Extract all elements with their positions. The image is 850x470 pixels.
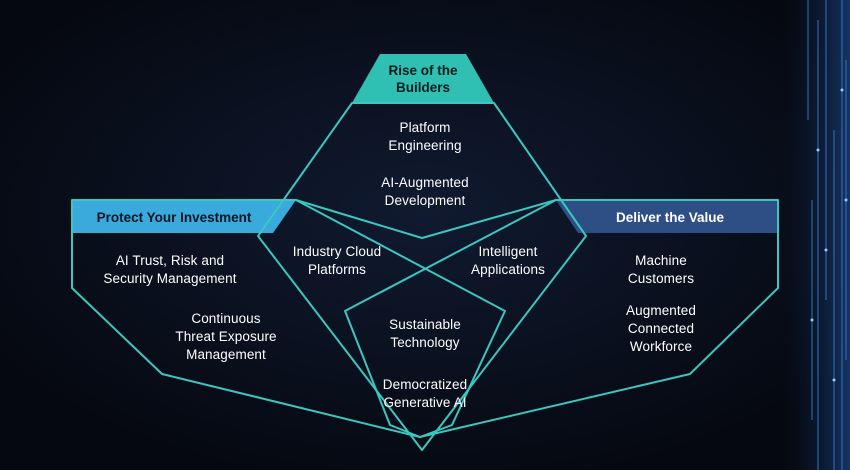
- circuit-dots: [810, 88, 848, 382]
- right-edge-glow: [780, 0, 850, 470]
- protect-region-outline: [71, 199, 506, 438]
- protect-header-banner: [72, 200, 296, 233]
- ai-trust-risk-label: AI Trust, Risk and Security Management: [103, 253, 237, 286]
- sustainable-technology-label: Sustainable Technology: [389, 317, 461, 350]
- builders-header-banner: [352, 54, 494, 103]
- augmented-connected-workforce-label: Augmented Connected Workforce: [626, 303, 696, 354]
- builders-title: Rise of the Builders: [388, 63, 458, 95]
- machine-customers-label: Machine Customers: [627, 253, 695, 286]
- builders-region-outline: [257, 102, 587, 451]
- deliver-title: Deliver the Value: [615, 210, 725, 225]
- platform-engineering-label: Platform Engineering: [388, 120, 462, 153]
- ai-augmented-development-label: AI-Augmented Development: [381, 175, 469, 208]
- democratized-generative-ai-label: Democratized Generative AI: [382, 377, 468, 410]
- center-divider-outline: [295, 199, 557, 239]
- intelligent-applications-label: Intelligent Applications: [471, 244, 545, 277]
- deliver-header-banner: [556, 200, 778, 233]
- deliver-region-outline: [344, 199, 779, 438]
- protect-title: Protect Your Investment: [96, 210, 252, 225]
- continuous-threat-exposure-label: Continuous Threat Exposure Management: [175, 311, 277, 362]
- industry-cloud-label: Industry Cloud Platforms: [292, 244, 382, 277]
